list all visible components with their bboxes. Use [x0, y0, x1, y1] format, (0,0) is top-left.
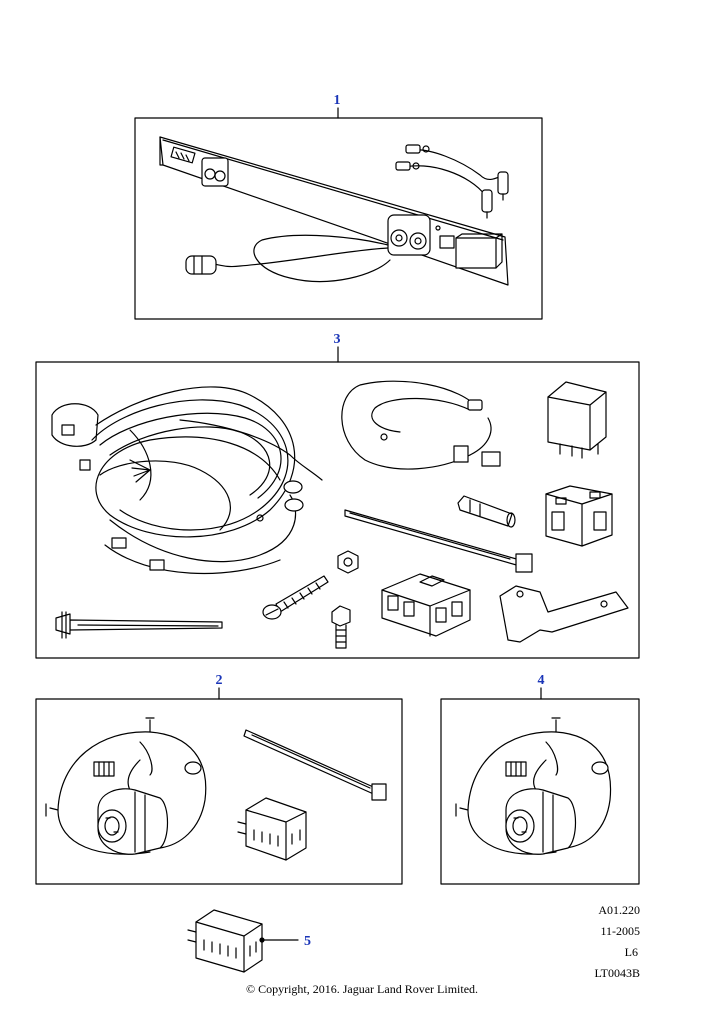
- cable-tie-anchor[interactable]: [55, 611, 223, 639]
- socket-harness-b[interactable]: [455, 717, 612, 855]
- panel-item-1[interactable]: [134, 117, 543, 320]
- callout-1[interactable]: 1: [334, 93, 341, 108]
- flasher-unit[interactable]: [237, 797, 307, 861]
- cable-tie[interactable]: [344, 509, 533, 573]
- bolt[interactable]: [331, 605, 351, 649]
- panel-item-3[interactable]: [35, 361, 640, 659]
- illustration-id: LT0043B: [594, 966, 640, 980]
- callout-2[interactable]: 2: [216, 673, 223, 688]
- mounting-bracket[interactable]: [499, 585, 629, 643]
- relay-socket[interactable]: [545, 485, 613, 547]
- fused-lead[interactable]: [341, 380, 501, 470]
- reference-date: 11-2005: [600, 924, 640, 938]
- socket-harness-a[interactable]: [45, 717, 207, 855]
- trailer-plug-lead[interactable]: [185, 234, 391, 283]
- screw[interactable]: [262, 575, 329, 620]
- panel-item-4[interactable]: [440, 698, 640, 885]
- towing-harness[interactable]: [51, 386, 323, 575]
- cable-tie-2[interactable]: [243, 729, 387, 801]
- nut[interactable]: [337, 550, 359, 574]
- flasher-relay-item-5[interactable]: [187, 909, 265, 973]
- callout-3[interactable]: 3: [334, 332, 341, 347]
- trailer-socket-bar[interactable]: [159, 136, 509, 286]
- earth-leads[interactable]: [395, 144, 509, 219]
- relay[interactable]: [547, 381, 607, 459]
- callout-5[interactable]: 5: [304, 934, 311, 949]
- panel-item-2[interactable]: [35, 698, 403, 885]
- connector-block[interactable]: [381, 573, 471, 637]
- fuse[interactable]: [457, 495, 516, 528]
- reference-level: L6: [624, 945, 638, 959]
- reference-code: A01.220: [598, 903, 640, 917]
- callout-4[interactable]: 4: [538, 673, 545, 688]
- copyright-notice: © Copyright, 2016. Jaguar Land Rover Lim…: [245, 982, 479, 996]
